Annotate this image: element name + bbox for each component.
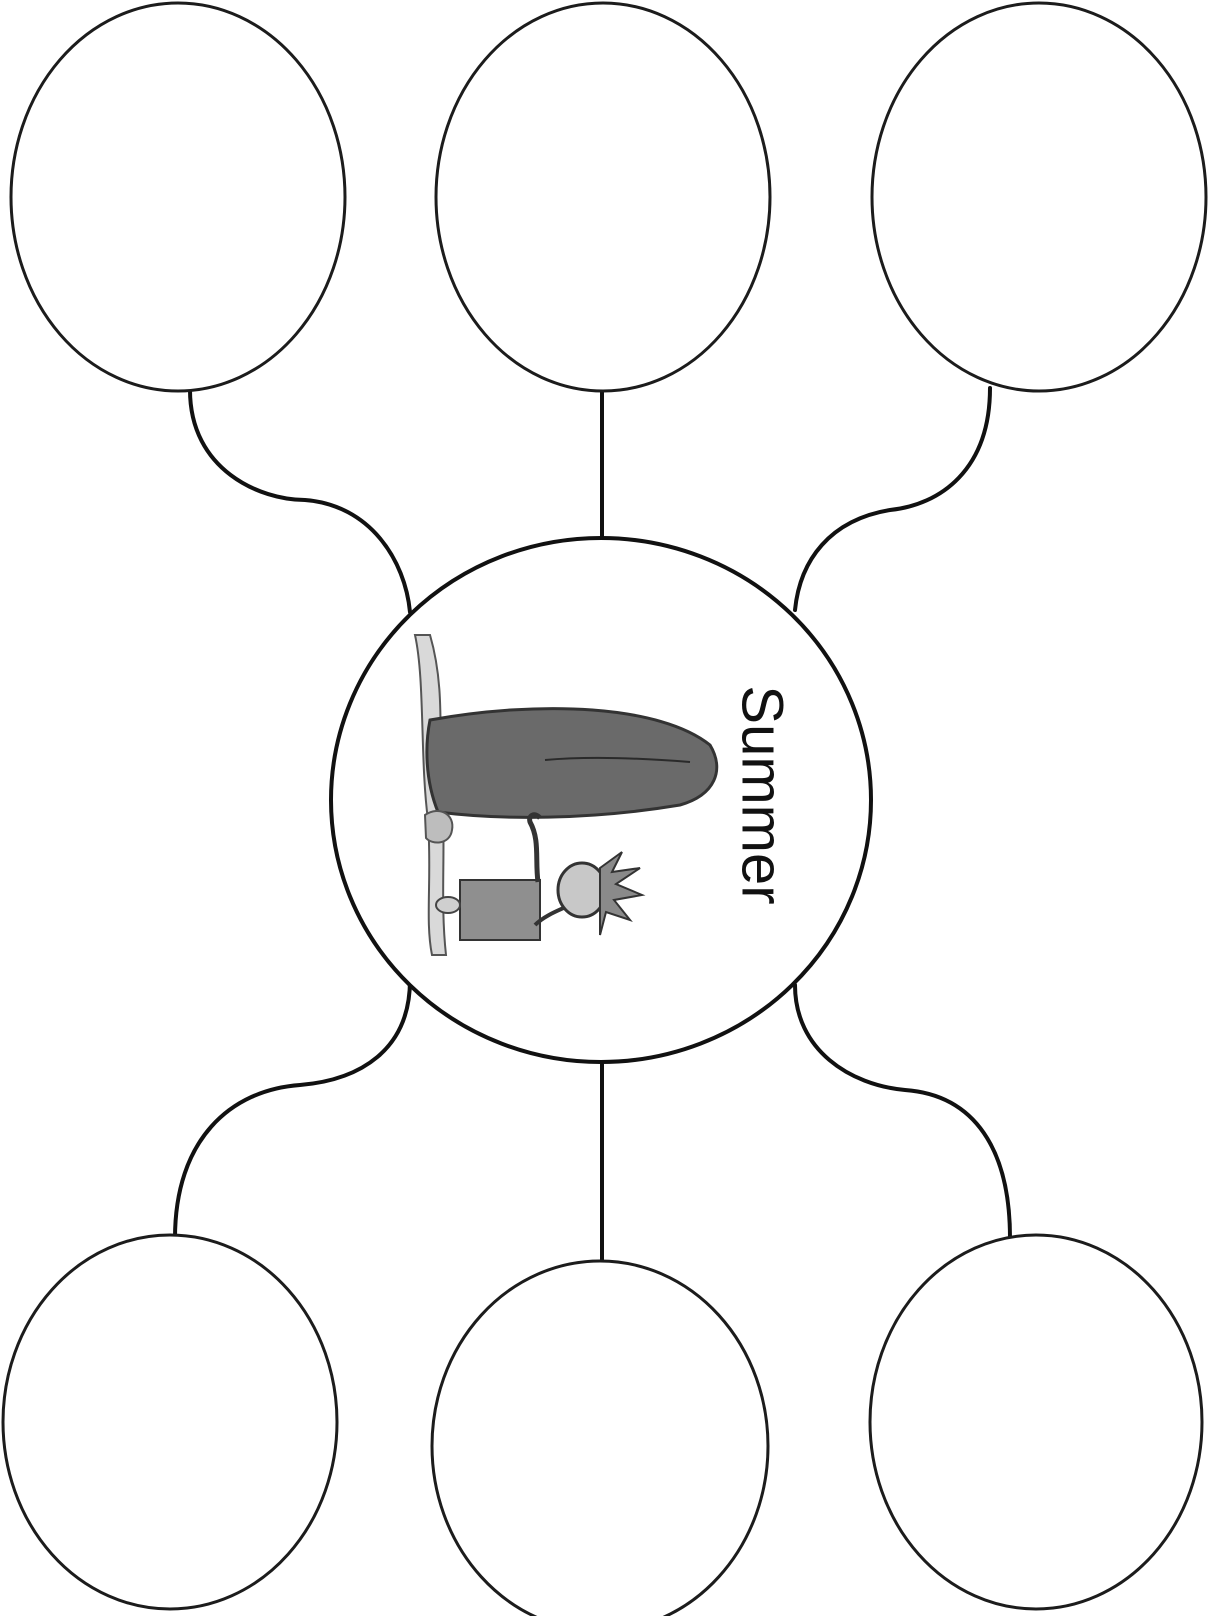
bubble-top-left[interactable]: [11, 3, 345, 391]
surfer-head: [558, 863, 606, 917]
center-label: Summer: [730, 685, 795, 904]
rock: [425, 811, 452, 843]
surfer-foot: [436, 897, 460, 913]
connector-top-left: [190, 390, 410, 612]
connector-bottom-left: [175, 980, 410, 1238]
connector-top-right: [795, 388, 990, 610]
bubble-bottom-right[interactable]: [870, 1235, 1202, 1609]
connector-bottom-right: [795, 985, 1010, 1238]
bubble-top-right[interactable]: [872, 3, 1206, 391]
bubble-top-middle[interactable]: [436, 3, 770, 391]
bubble-bottom-middle[interactable]: [432, 1261, 768, 1616]
bubble-bottom-left[interactable]: [3, 1235, 337, 1609]
surfboard: [427, 709, 717, 818]
surfer-shorts: [460, 880, 540, 940]
